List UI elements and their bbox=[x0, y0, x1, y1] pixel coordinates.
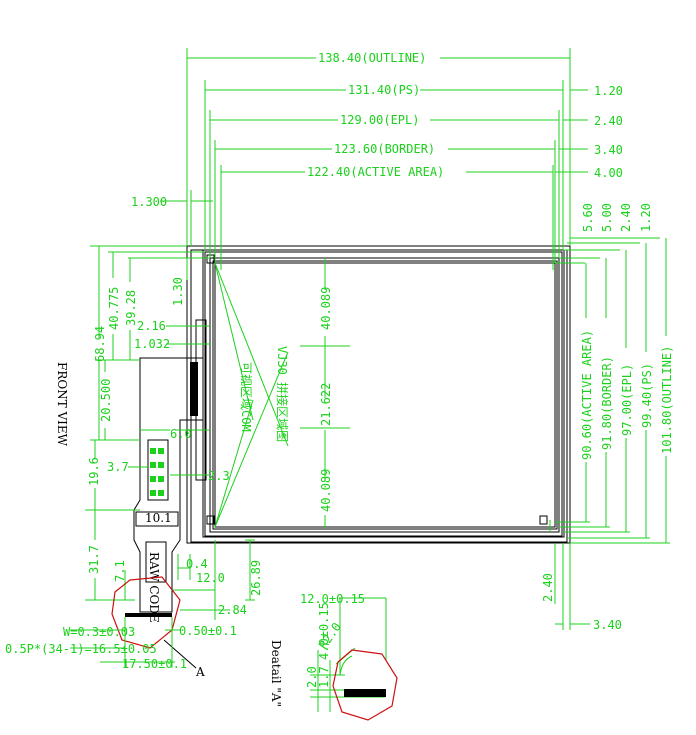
dim-68-94: 68.94 bbox=[93, 326, 107, 362]
dim-center-bottom: 40.089 bbox=[319, 469, 333, 512]
dim-20-500: 20.500 bbox=[99, 379, 113, 422]
dim-center-mid: 21.622 bbox=[319, 383, 333, 426]
corner-marks bbox=[206, 254, 551, 532]
dim-center-top: 40.089 bbox=[319, 287, 333, 330]
note-splice-region: VJ30 拼接区域图 bbox=[275, 346, 290, 442]
top-dimension-lines bbox=[186, 48, 588, 270]
dim-1-30: 1.30 bbox=[171, 277, 185, 306]
dim-epl-width: 129.00(EPL) bbox=[340, 113, 419, 127]
offset-3-40: 3.40 bbox=[594, 143, 623, 157]
left-dimension-lines bbox=[85, 190, 213, 601]
voffset-5-00: 5.00 bbox=[600, 203, 614, 232]
vertical-offset-lines bbox=[555, 237, 660, 264]
dim-26-89: 26.89 bbox=[249, 560, 263, 596]
detail-12: 12.0±0.15 bbox=[300, 592, 365, 606]
right-dimension-lines bbox=[555, 238, 670, 544]
dim-outline-height: 101.80(OUTLINE) bbox=[660, 346, 674, 454]
dim-active-height: 90.60(ACTIVE AREA) bbox=[580, 330, 594, 460]
dim-31-7: 31.7 bbox=[87, 545, 101, 574]
offset-4-00: 4.00 bbox=[594, 166, 623, 180]
dim-10-1: 10.1 bbox=[145, 511, 172, 525]
dim-2-3: 2.3 bbox=[208, 469, 230, 483]
dim-ps-height: 99.40(PS) bbox=[640, 363, 654, 428]
detail-a-marker bbox=[70, 576, 197, 669]
front-view-label: FRONT VIEW bbox=[55, 362, 69, 447]
detail-a-title: Deatail "A" bbox=[269, 640, 283, 707]
dim-ps-width: 131.40(PS) bbox=[348, 83, 420, 97]
leader-lines bbox=[214, 262, 289, 528]
dim-2-40-bottom: 2.40 bbox=[541, 573, 555, 602]
dim-1-300: 1.300 bbox=[131, 195, 167, 209]
fpc-tail: RAW CODE bbox=[125, 357, 188, 623]
dim-2-16: 2.16 bbox=[137, 319, 166, 333]
dim-3-7: 3.7 bbox=[107, 460, 129, 474]
dim-7-1: 7.1 bbox=[113, 560, 127, 582]
dim-0-4: 0.4 bbox=[186, 557, 208, 571]
fpc-code-label: RAW CODE bbox=[147, 552, 161, 623]
note-visible-com: 可视区域COM bbox=[239, 362, 254, 432]
dim-3-40-bottom: 3.40 bbox=[593, 618, 622, 632]
voffset-1-20: 1.20 bbox=[639, 203, 653, 232]
dim-39-28: 39.28 bbox=[124, 290, 138, 326]
dim-border-height: 91.80(BORDER) bbox=[600, 356, 614, 450]
dim-1-032: 1.032 bbox=[134, 337, 170, 351]
fpc-dimension-lines bbox=[172, 539, 255, 620]
dim-19-6: 19.6 bbox=[87, 457, 101, 486]
center-dimension-lines bbox=[300, 258, 350, 528]
dim-6-0: 6.0 bbox=[170, 427, 192, 441]
detail-2: 2.0 bbox=[305, 666, 319, 688]
offset-2-40: 2.40 bbox=[594, 114, 623, 128]
dim-2-84: 2.84 bbox=[218, 603, 247, 617]
detail-a-view bbox=[310, 597, 398, 721]
tail-width: 17.50±0.1 bbox=[122, 657, 187, 671]
voffset-5-60: 5.60 bbox=[581, 203, 595, 232]
detail-a-tag: A bbox=[195, 665, 205, 679]
detail-1-7: 1.7 bbox=[317, 666, 331, 688]
detail-4: 4.0±0.15 bbox=[317, 602, 331, 660]
dim-epl-height: 97.00(EPL) bbox=[620, 364, 634, 436]
offset-1-20: 1.20 bbox=[594, 84, 623, 98]
dim-outline-width: 138.40(OUTLINE) bbox=[318, 51, 426, 65]
dim-border-width: 123.60(BORDER) bbox=[334, 142, 435, 156]
bottom-right-offsets bbox=[554, 543, 590, 630]
dim-40-775: 40.775 bbox=[107, 287, 121, 330]
dim-12-0: 12.0 bbox=[196, 571, 225, 585]
pin-pitch: 0.5P*(34-1)=16.5±0.05 bbox=[5, 642, 157, 656]
dim-active-width: 122.40(ACTIVE AREA) bbox=[307, 165, 444, 179]
pin-width: W=0.3±0.03 bbox=[63, 625, 135, 639]
panel-outline bbox=[186, 245, 571, 544]
voffset-2-40: 2.40 bbox=[619, 203, 633, 232]
pin-length: 0.50±0.1 bbox=[179, 624, 237, 638]
